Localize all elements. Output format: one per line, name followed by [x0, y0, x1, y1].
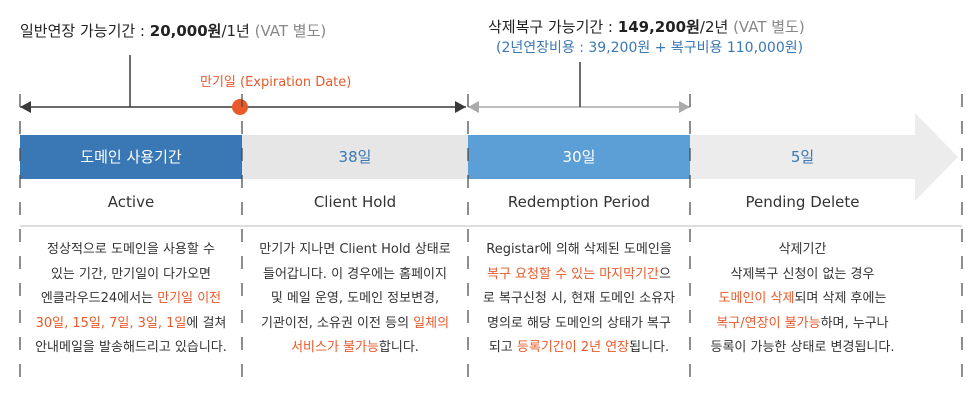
- status-redemption-period: Redemption Period: [507, 193, 651, 211]
- desc-line: 로 복구신청 시, 현재 도메인 소유자: [468, 287, 690, 312]
- redemption-days: 30일: [562, 148, 596, 166]
- desc-highlight: 30일, 15일, 7일, 3일, 1일: [35, 315, 187, 331]
- renewal-arrow-right: [455, 101, 466, 113]
- desc-text: 안내메일을 발송해드리고 있습니다.: [35, 340, 227, 355]
- desc-text: 및 메일 운영, 도메인 정보변경,: [270, 291, 440, 306]
- desc-text: 되며 삭제 후에는: [794, 291, 887, 306]
- desc-text: 있는 기간, 만기일이 다가오면: [50, 266, 212, 282]
- desc-text: 하며, 누구나: [820, 315, 889, 331]
- client-hold-days: 38일: [338, 148, 372, 166]
- desc-text: 등록이 가능한 상태로 변경됩니다.: [710, 340, 895, 355]
- desc-highlight: 복구/연장이 불가능: [716, 315, 821, 331]
- restore-price: 149,200원: [617, 18, 700, 36]
- desc-line: 명의로 해당 도메인의 상태가 복구: [468, 312, 690, 337]
- desc-line: 복구 요청할 수 있는 마지막기간으: [468, 263, 690, 288]
- desc-text: 기관이전, 소유권 이전 등의: [260, 315, 414, 331]
- restore-cost-breakdown: (2년연장비용 : 39,200원 + 복구비용 110,000원): [496, 40, 804, 56]
- renewal-vat-note: (VAT 별도): [249, 22, 327, 40]
- desc-text: 엔클라우드24에서는: [40, 291, 158, 306]
- desc-line: 만기가 지나면 Client Hold 상태로: [242, 238, 468, 263]
- pending-delete-arrow: [690, 113, 958, 201]
- renewal-price: 20,000원: [149, 22, 222, 40]
- renewal-period-label: 일반연장 가능기간 :: [20, 22, 150, 40]
- desc-highlight: 등록기간이 2년 연장: [516, 340, 630, 355]
- desc-text: 들어갑니다. 이 경우에는 홈페이지: [263, 266, 447, 282]
- desc-line: Registar에 의해 삭제된 도메인을: [468, 238, 690, 263]
- active-bar-label: 도메인 사용기간: [80, 148, 182, 166]
- desc-line: 들어갑니다. 이 경우에는 홈페이지: [242, 263, 468, 288]
- desc-text: 으: [659, 266, 671, 282]
- restore-period-header: 삭제복구 가능기간 : 149,200원/2년 (VAT 별도): [488, 16, 805, 37]
- pending-delete-days: 5일: [790, 148, 815, 166]
- restore-period-label: 삭제복구 가능기간 :: [488, 18, 618, 36]
- desc-line: 서비스가 불가능합니다.: [242, 336, 468, 361]
- desc-line: 30일, 15일, 7일, 3일, 1일에 걸쳐: [20, 312, 242, 337]
- desc-highlight: 만기일 이전: [157, 291, 222, 306]
- desc-line: 삭제복구 신청이 없는 경우: [690, 263, 915, 288]
- desc-text: 에 걸쳐: [186, 315, 227, 331]
- desc-line: 안내메일을 발송해드리고 있습니다.: [20, 336, 242, 361]
- restore-vat-note: (VAT 별도): [728, 18, 805, 36]
- desc-text: 정상적으로 도메인을 사용할 수: [47, 242, 215, 257]
- desc-highlight: 일체의: [413, 315, 450, 331]
- desc-text: 되고: [488, 340, 517, 355]
- desc-highlight: 도메인이 삭제: [718, 291, 795, 306]
- desc-text: Registar에 의해 삭제된 도메인을: [486, 242, 672, 257]
- desc-line: 복구/연장이 불가능하며, 누구나: [690, 312, 915, 337]
- desc-line: 삭제기간: [690, 238, 915, 263]
- desc-line: 엔클라우드24에서는 만기일 이전: [20, 287, 242, 312]
- renewal-period-header: 일반연장 가능기간 : 20,000원/1년 (VAT 별도): [20, 20, 326, 41]
- client-hold-bar: [242, 135, 468, 179]
- desc-line: 있는 기간, 만기일이 다가오면: [20, 263, 242, 288]
- desc-highlight: 복구 요청할 수 있는 마지막기간: [487, 266, 660, 282]
- active-bar: [20, 135, 242, 179]
- desc-line: 기관이전, 소유권 이전 등의 일체의: [242, 312, 468, 337]
- status-client-hold: Client Hold: [313, 193, 397, 211]
- desc-highlight: 서비스가 불가능: [291, 340, 379, 355]
- renewal-arrow-left: [20, 101, 31, 113]
- desc-line: 등록이 가능한 상태로 변경됩니다.: [690, 336, 915, 361]
- expiration-date-label: 만기일 (Expiration Date): [200, 75, 352, 90]
- restore-arrow-left: [468, 101, 479, 113]
- desc-text: 만기가 지나면 Client Hold 상태로: [259, 242, 451, 257]
- desc-text: 됩니다.: [629, 340, 670, 355]
- divider-lines: [19, 94, 963, 378]
- desc-line: 되고 등록기간이 2년 연장됩니다.: [468, 336, 690, 361]
- desc-text: 명의로 해당 도메인의 상태가 복구: [487, 315, 671, 331]
- desc-line: 도메인이 삭제되며 삭제 후에는: [690, 287, 915, 312]
- desc-text: 로 복구신청 시, 현재 도메인 소유자: [482, 291, 676, 306]
- desc-line: 정상적으로 도메인을 사용할 수: [20, 238, 242, 263]
- desc-line: 및 메일 운영, 도메인 정보변경,: [242, 287, 468, 312]
- desc-text: 삭제기간: [778, 242, 827, 257]
- expiration-marker: [232, 99, 248, 115]
- status-active: Active: [107, 193, 155, 211]
- redemption-bar: [468, 135, 690, 179]
- renewal-unit: /1년: [221, 22, 250, 40]
- restore-arrow-right: [679, 101, 690, 113]
- desc-text: 삭제복구 신청이 없는 경우: [730, 266, 875, 282]
- status-pending-delete: Pending Delete: [745, 193, 860, 211]
- desc-text: 합니다.: [378, 340, 419, 355]
- restore-unit: /2년: [699, 18, 729, 36]
